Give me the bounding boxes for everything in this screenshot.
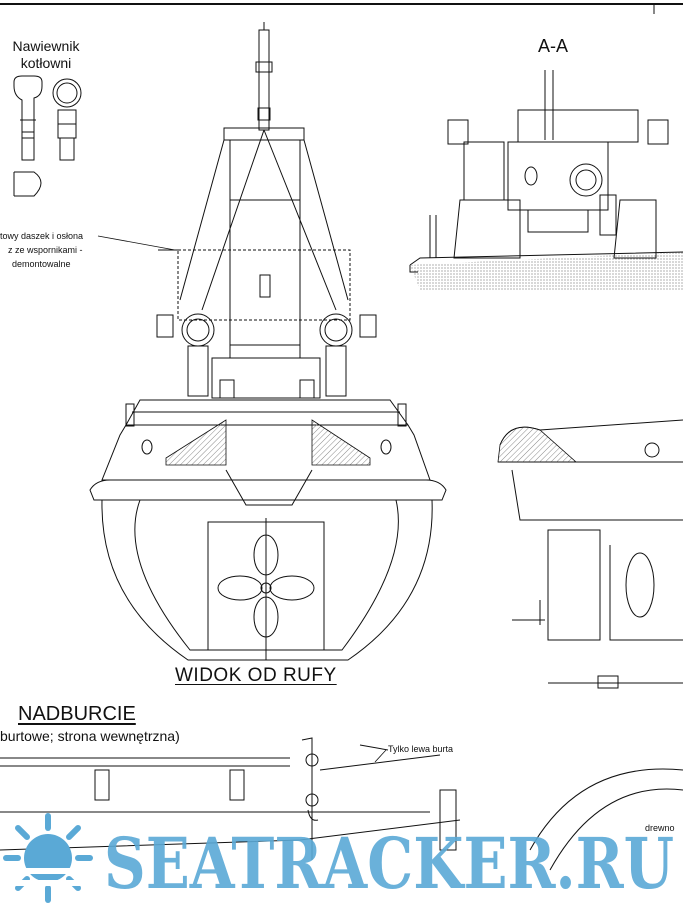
bulwark-drawing	[0, 737, 683, 871]
stern-view-drawing	[89, 22, 447, 661]
sun-icon	[0, 813, 100, 903]
section-aa-drawing	[409, 70, 683, 273]
roof-note-line2: z ze wspornikami -	[8, 245, 83, 255]
ventilator-title-line1: Nawiewnik	[12, 38, 80, 54]
bulwark-title: NADBURCIE	[18, 703, 136, 725]
watermark: SEATRACKER.RU	[0, 813, 674, 905]
roof-note-line1: towy daszek i osłona	[0, 231, 84, 241]
ventilator-title-line2: kotłowni	[20, 55, 72, 71]
ventilator-detail	[13, 75, 82, 197]
rear-view-title: WIDOK OD RUFY	[175, 665, 337, 686]
section-title: A-A	[538, 36, 569, 56]
roof-note-line3: demontowalne	[12, 259, 71, 269]
roof-note: towy daszek i osłona z ze wspornikami - …	[0, 229, 83, 271]
ventilator-title: Nawiewnik kotłowni	[6, 38, 86, 72]
wood-note: drewno	[645, 823, 675, 833]
left-side-note: Tylko lewa burta	[388, 744, 454, 754]
bulwark-subtitle: burtowe; strona wewnętrzna)	[0, 728, 180, 744]
watermark-text: SEATRACKER.RU	[104, 822, 674, 905]
